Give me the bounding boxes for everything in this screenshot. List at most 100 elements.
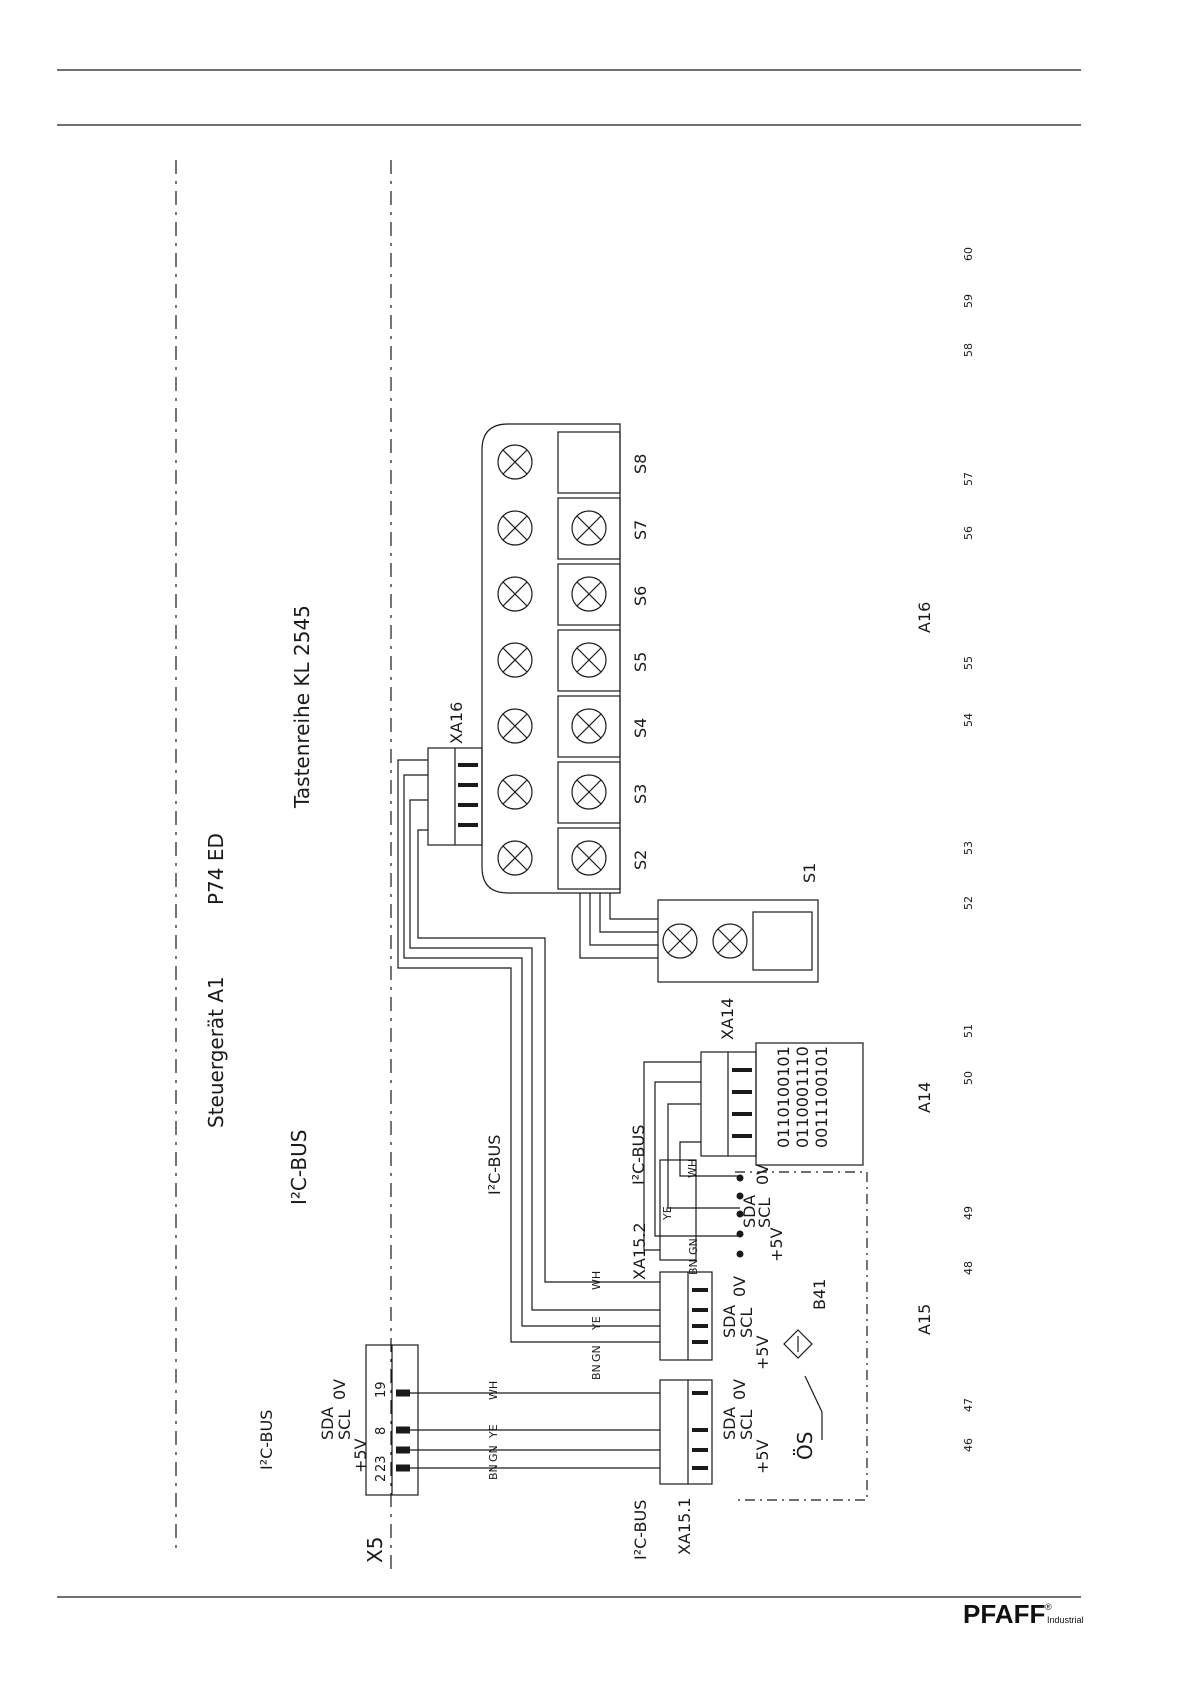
a14-label: A14 [915,1082,934,1113]
keypad-outline [481,423,621,894]
page-ref: 50 [962,1071,975,1085]
brand-reg: ® [1045,1602,1052,1612]
xa15-upper-connector [659,1271,713,1361]
wire-bn-mid: BN [590,1364,603,1380]
keypad-lamps [497,444,533,876]
x5-sig-sda: SDA [318,1407,337,1440]
a14-binary-1: 0110100101 [774,1046,793,1148]
key-s5 [557,629,621,692]
xa14-label: XA14 [718,998,737,1040]
page-ref: 54 [962,713,975,727]
x5-pin-2: 2 [374,1474,389,1482]
keypad-name: Tastenreihe KL 2545 [290,605,314,809]
lamp-7 [497,444,533,480]
a16-label: A16 [915,602,934,633]
xa15-1-label: XA15.1 [675,1497,694,1555]
lamp-3 [497,708,533,744]
x5-pin-8: 8 [374,1427,389,1435]
key-s8 [557,431,621,494]
wires-xa16-to-xa15 [397,759,660,1343]
page-ref: 59 [962,294,975,308]
rotated-labels: Steuergerät A1 P74 ED I²C-BUS Tastenreih… [204,247,975,1563]
a14-binary-3: 0011100101 [812,1046,831,1148]
xa15-1-connector [659,1379,713,1485]
page-ref: 48 [962,1261,975,1275]
wire-ye-a14: YE [661,1206,674,1221]
x5-pin-23: 23 [374,1455,389,1472]
wire-bn-x5: BN [487,1464,500,1480]
x5-sig-scl: SCL [335,1410,354,1440]
key-s2 [557,827,621,890]
lamp-1 [497,840,533,876]
page-ref: 58 [962,343,975,357]
a14-binary-2: 0110001110 [793,1046,812,1148]
xa15-sig-scl: SCL [737,1308,756,1338]
xa151-sig-gnd: 0V [730,1379,749,1400]
key-s7 [557,497,621,560]
wires-xa14 [643,1061,740,1251]
xa15-2-label: XA15.2 [630,1222,649,1280]
switch-s1-box [657,899,819,983]
xa15-sig-gnd: 0V [730,1276,749,1297]
key-s3 [557,761,621,824]
lamp-5 [497,576,533,612]
xa16-label: XA16 [447,702,466,744]
wires-s1 [579,893,658,959]
key-label-s5: S5 [631,652,650,672]
x5-sig-gnd: 0V [330,1379,349,1400]
key-s4 [557,695,621,758]
xa15-2-connector [659,1159,697,1261]
page-ref: 47 [962,1398,975,1412]
bus-label-x5: I²C-BUS [257,1410,276,1470]
lamp-4 [497,642,533,678]
page-ref: 53 [962,841,975,855]
xa152-sig-scl: SCL [755,1198,774,1228]
device-title: Steuergerät A1 [204,976,228,1128]
xa15-sig-p5v: +5V [753,1335,772,1370]
key-s6 [557,563,621,626]
page-ref: 49 [962,1206,975,1220]
bus-label-a14: I²C-BUS [629,1125,648,1185]
xa152-sig-gnd: 0V [753,1164,772,1185]
sensor-b41-symbol [783,1329,813,1359]
wire-wh-x5: WH [487,1381,500,1400]
xa152-sig-p5v: +5V [767,1227,786,1262]
key-label-s7: S7 [631,520,650,540]
brand-tagline: Industrial [1047,1615,1084,1625]
b41-label: B41 [810,1279,829,1310]
xa151-sig-scl: SCL [737,1410,756,1440]
wire-wh-mid: WH [590,1271,603,1290]
wire-ye-x5: YE [487,1424,500,1439]
page-ref: 55 [962,656,975,670]
sensor-b41-switch [804,1375,823,1413]
wire-bn-a14: BN [687,1259,700,1275]
x5-sig-p5v: +5V [351,1438,370,1473]
bus-label-main: I²C-BUS [287,1130,311,1205]
wire-gn-x5: GN [487,1445,500,1462]
x5-pin-19: 19 [374,1381,389,1398]
board-a15-outline [735,1171,868,1501]
page-ref: 57 [962,472,975,486]
wire-wh-a14: WH [686,1159,699,1178]
wire-gn-mid: GN [590,1345,603,1362]
page-ref: 60 [962,247,975,261]
sensor-os-label: ÖS [793,1432,817,1460]
model-title: P74 ED [204,833,228,905]
key-label-s4: S4 [631,718,650,738]
xa151-sig-p5v: +5V [753,1439,772,1474]
wires-x5-to-xa15-1 [410,1392,660,1469]
key-label-s2: S2 [631,850,650,870]
keypad-keys [557,431,621,890]
page-ref: 51 [962,1024,975,1038]
lamp-2 [497,774,533,810]
wire-ye-mid: YE [590,1316,603,1331]
xa15-sig-sda: SDA [720,1305,739,1338]
xa152-sig-sda: SDA [740,1195,759,1228]
a15-label: A15 [915,1304,934,1335]
wire-gn-a14: GN [687,1238,700,1255]
bus-label-mid: I²C-BUS [485,1135,504,1195]
key-label-s3: S3 [631,784,650,804]
xa151-sig-sda: SDA [720,1407,739,1440]
